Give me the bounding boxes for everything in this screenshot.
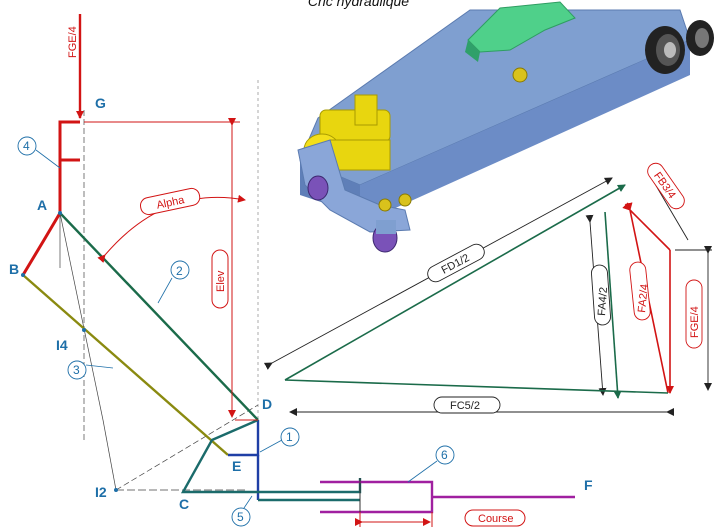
force-fa42-badge xyxy=(591,264,611,326)
force-fd12-line xyxy=(284,184,626,381)
part-2-callout: 2 xyxy=(157,260,190,304)
part-5-number: 5 xyxy=(237,510,244,524)
jack-illustration xyxy=(297,1,714,253)
part-6-number: 6 xyxy=(441,448,448,462)
point-a-label: A xyxy=(37,197,47,213)
part-3-link xyxy=(22,274,229,456)
force-fd12-badge xyxy=(427,243,485,283)
part-4-arm xyxy=(21,160,62,276)
point-f-label: F xyxy=(584,477,593,493)
part-3-callout: 3 xyxy=(67,360,114,380)
force-triangle: FD1/2 FA4/2 FA2/4 FB3/4 FGE/4 FC5/2 xyxy=(263,162,712,416)
point-c-label: C xyxy=(179,496,189,512)
part-1-callout: 1 xyxy=(259,427,300,453)
force-fb34-badge xyxy=(647,162,685,210)
force-fge4-label: FGE/4 xyxy=(67,26,79,58)
joint-i4 xyxy=(82,328,86,332)
part-4-number: 4 xyxy=(23,139,30,153)
part-2-number: 2 xyxy=(176,264,183,278)
part-6-callout: 6 xyxy=(407,445,455,483)
force-fge4r-badge xyxy=(685,279,703,349)
alpha-badge xyxy=(139,187,201,216)
part-3-number: 3 xyxy=(73,363,80,377)
construction-lines xyxy=(59,80,259,491)
force-fa42-line xyxy=(604,211,622,399)
force-fc52-badge xyxy=(433,396,501,414)
force-fa24-badge xyxy=(629,261,651,321)
part-2-arm xyxy=(59,212,259,421)
joint-a xyxy=(58,211,62,215)
part-1-number: 1 xyxy=(286,430,293,444)
point-b-label: B xyxy=(9,261,19,277)
part-5-callout: 5 xyxy=(231,495,253,527)
alpha-label: Alpha xyxy=(155,194,186,212)
force-fge4r-label: FGE/4 xyxy=(689,306,701,338)
part-4-callout: 4 xyxy=(17,136,61,169)
point-i2-label: I2 xyxy=(95,484,107,500)
figure-title: Cric hydraulique xyxy=(307,0,410,9)
course-label: Course xyxy=(478,513,513,525)
point-e-label: E xyxy=(232,458,241,474)
joint-i2 xyxy=(114,488,118,492)
force-fa24-label: FA2/4 xyxy=(636,283,651,313)
part-6-cylinder xyxy=(320,480,434,514)
point-d-label: D xyxy=(262,396,272,412)
point-i4-label: I4 xyxy=(56,337,68,353)
force-fb34-line xyxy=(622,202,671,251)
point-g-label: G xyxy=(95,95,106,111)
part-4-link xyxy=(58,120,80,162)
force-fc52-label: FC5/2 xyxy=(450,400,480,412)
joint-b xyxy=(21,273,25,277)
force-fc52-line xyxy=(284,379,669,394)
force-fa42-label: FA4/2 xyxy=(596,287,610,317)
course-badge xyxy=(464,509,526,527)
elev-label: Elev xyxy=(215,270,227,292)
